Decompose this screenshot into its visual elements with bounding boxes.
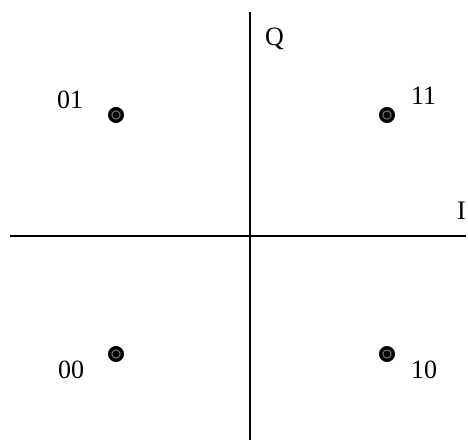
symbol-11-point-ring (382, 110, 392, 120)
symbol-01-point (108, 107, 124, 123)
horizontal-axis-label: I (457, 196, 466, 225)
vertical-axis-label: Q (265, 22, 284, 51)
symbol-11-label: 11 (411, 81, 436, 110)
symbol-11-point (379, 107, 395, 123)
symbol-10-point (379, 346, 395, 362)
symbol-01-label: 01 (57, 85, 83, 114)
symbol-00-point (108, 346, 124, 362)
symbol-10-point-ring (382, 349, 392, 359)
symbol-00-point-ring (111, 349, 121, 359)
symbol-01-point-ring (111, 110, 121, 120)
symbol-10-label: 10 (411, 355, 437, 384)
symbol-00-label: 00 (58, 355, 84, 384)
